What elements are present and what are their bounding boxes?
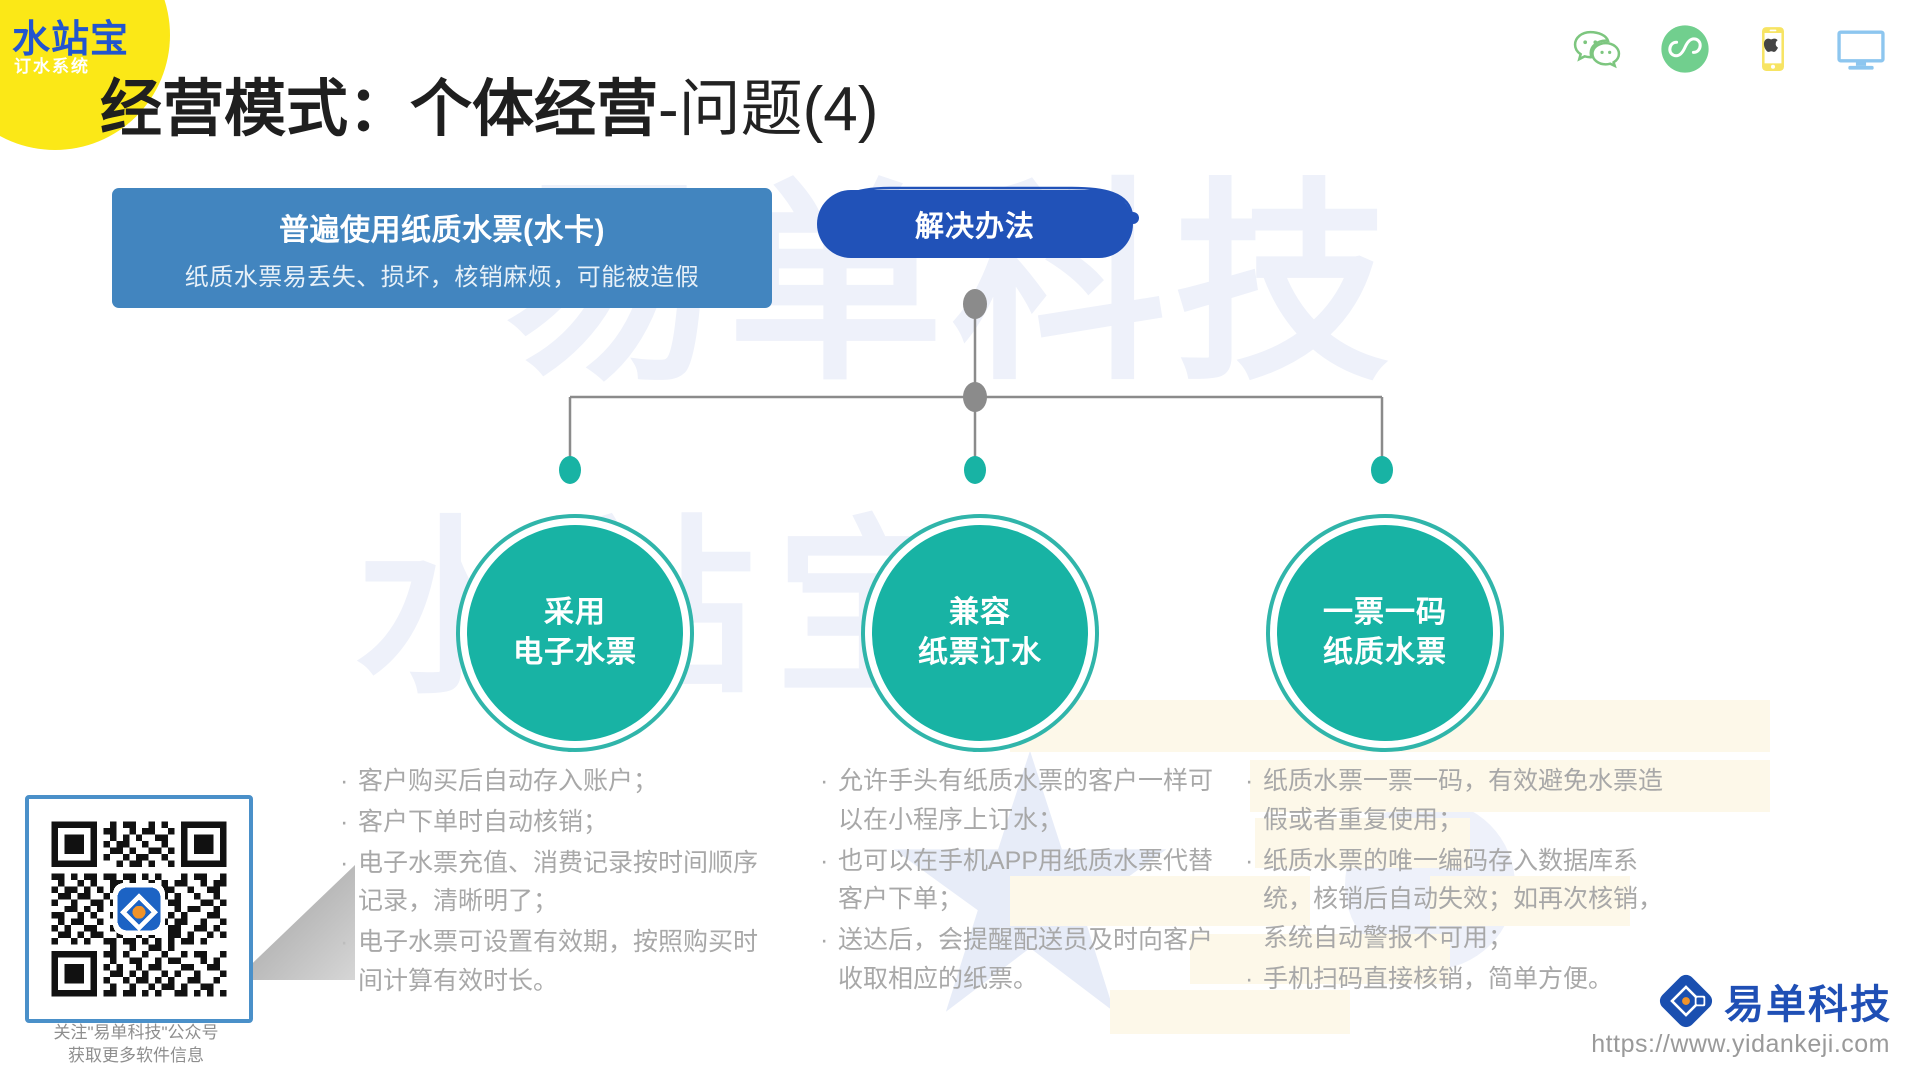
bullet-marker-icon: · <box>820 926 829 954</box>
node-2-line1: 兼容 <box>949 595 1011 629</box>
bullet-text: 送达后，会提醒配送员及时向客户收取相应的纸票。 <box>838 926 1214 993</box>
yidan-logo-icon <box>1659 974 1713 1028</box>
bullet-text: 客户下单时自动核销； <box>358 807 609 836</box>
bullet-text: 允许手头有纸质水票的客户一样可以在小程序上订水； <box>838 767 1214 834</box>
footer-brand[interactable]: 易单科技 <box>1658 972 1892 1030</box>
node-circle-2[interactable]: 兼容 纸票订水 <box>865 518 1095 748</box>
mobile-phone-icon[interactable] <box>1746 22 1800 76</box>
platform-icon-group <box>1570 22 1888 76</box>
node-2-line2: 纸票订水 <box>918 636 1042 669</box>
list-item: · 纸质水票一票一码，有效避免水票造假或者重复使用； <box>1245 762 1670 840</box>
watermark-band <box>1255 818 1470 868</box>
list-item: · 送达后，会提醒配送员及时向客户收取相应的纸票。 <box>820 921 1215 999</box>
page-title-suffix: -问题(4) <box>658 75 879 144</box>
desktop-monitor-icon[interactable] <box>1834 22 1888 76</box>
bullet-text: 客户购买后自动存入账户； <box>358 767 659 795</box>
app-logo-subtitle: 订水系统 <box>14 57 90 77</box>
solution-badge: 解决办法 <box>800 186 1150 266</box>
bullet-text: 电子水票可设置有效期，按照购买时间计算有效时长。 <box>358 928 759 995</box>
app-logo-title: 水站宝 <box>12 17 130 61</box>
node-3-line2: 纸质水票 <box>1323 636 1447 669</box>
list-item: · 也可以在手机APP用纸质水票代替客户下单； <box>820 842 1215 920</box>
qr-code-image <box>45 815 233 1003</box>
bullet-text: 纸质水票一票一码，有效避免水票造假或者重复使用； <box>1263 767 1664 834</box>
bullet-marker-icon: · <box>340 848 349 877</box>
watermark-band <box>1110 990 1350 1034</box>
list-item: · 纸质水票的唯一编码存入数据库系统，核销后自动失效；如再次核销，系统自动警报不可… <box>1245 842 1670 958</box>
list-item: ·电子水票可设置有效期，按照购买时间计算有效时长。 <box>340 923 780 1001</box>
bullet-text: 手机扫码直接核销，简单方便。 <box>1263 964 1614 993</box>
bullet-marker-icon: · <box>1245 846 1254 875</box>
bullet-marker-icon: · <box>1245 767 1254 795</box>
watermark-band <box>1250 760 1770 812</box>
list-item: · 客户下单时自动核销； <box>340 803 780 842</box>
problem-card: 普遍使用纸质水票(水卡) 纸质水票易丢失、损坏，核销麻烦，可能被造假 <box>112 188 772 308</box>
bullet-column-2: · 允许手头有纸质水票的客户一样可以在小程序上订水； · 也可以在手机APP用纸质水… <box>820 762 1215 1001</box>
watermark-band <box>1430 876 1630 926</box>
bullet-text: 纸质水票的唯一编码存入数据库系统，核销后自动失效；如再次核销，系统自动警报不可用… <box>1263 846 1664 953</box>
qr-code[interactable] <box>25 795 253 1023</box>
page-title: 经营模式：个体经营-问题(4) <box>100 58 878 148</box>
node-circle-3[interactable]: 一票一码 纸质水票 <box>1270 518 1500 748</box>
qr-caption: 关注"易单科技"公众号 获取更多软件信息 <box>20 1022 252 1068</box>
node-circle-1[interactable]: 采用 电子水票 <box>460 518 690 748</box>
footer-website[interactable]: https://www.yidankeji.com <box>1591 1030 1890 1058</box>
bullet-marker-icon: · <box>820 846 829 875</box>
bullet-column-3: · 纸质水票一票一码，有效避免水票造假或者重复使用； · 纸质水票的唯一编码存入数据… <box>1245 762 1670 1001</box>
bullet-marker-icon: · <box>340 807 349 836</box>
bullet-column-1: · 客户购买后自动存入账户； · 客户下单时自动核销； · 电子水票充值、消费记录按时… <box>340 762 780 1003</box>
bullet-marker-icon: · <box>340 767 349 795</box>
wechat-icon[interactable] <box>1570 22 1624 76</box>
bullet-text: 也可以在手机APP用纸质水票代替客户下单； <box>838 846 1214 914</box>
qr-shadow-decoration <box>235 865 355 980</box>
problem-description: 纸质水票易丢失、损坏，核销麻烦，可能被造假 <box>184 263 700 291</box>
qr-caption-line-2: 获取更多软件信息 <box>68 1045 204 1065</box>
list-item: · 电子水票充值、消费记录按时间顺序记录，清晰明了； <box>340 844 780 922</box>
node-3-line1: 一票一码 <box>1323 595 1447 629</box>
bullet-marker-icon: · <box>820 767 829 795</box>
bullet-marker-icon: · <box>1245 964 1254 993</box>
page-title-bold: 经营模式：个体经营 <box>100 75 659 144</box>
watermark-band <box>1010 876 1310 926</box>
bullet-text: 电子水票充值、消费记录按时间顺序记录，清晰明了； <box>358 848 759 916</box>
problem-title: 普遍使用纸质水票(水卡) <box>279 213 605 247</box>
list-item: · 手机扫码直接核销，简单方便。 <box>1245 960 1670 999</box>
list-item: · 客户购买后自动存入账户； <box>340 762 780 801</box>
miniprogram-icon[interactable] <box>1658 22 1712 76</box>
footer-brand-name: 易单科技 <box>1724 983 1892 1027</box>
watermark-band <box>1190 934 1450 984</box>
node-1-line1: 采用 <box>544 595 606 629</box>
solution-label: 解决办法 <box>817 190 1133 258</box>
node-1-line2: 电子水票 <box>513 636 637 669</box>
list-item: · 允许手头有纸质水票的客户一样可以在小程序上订水； <box>820 762 1215 840</box>
qr-caption-line-1: 关注"易单科技"公众号 <box>53 1023 219 1042</box>
